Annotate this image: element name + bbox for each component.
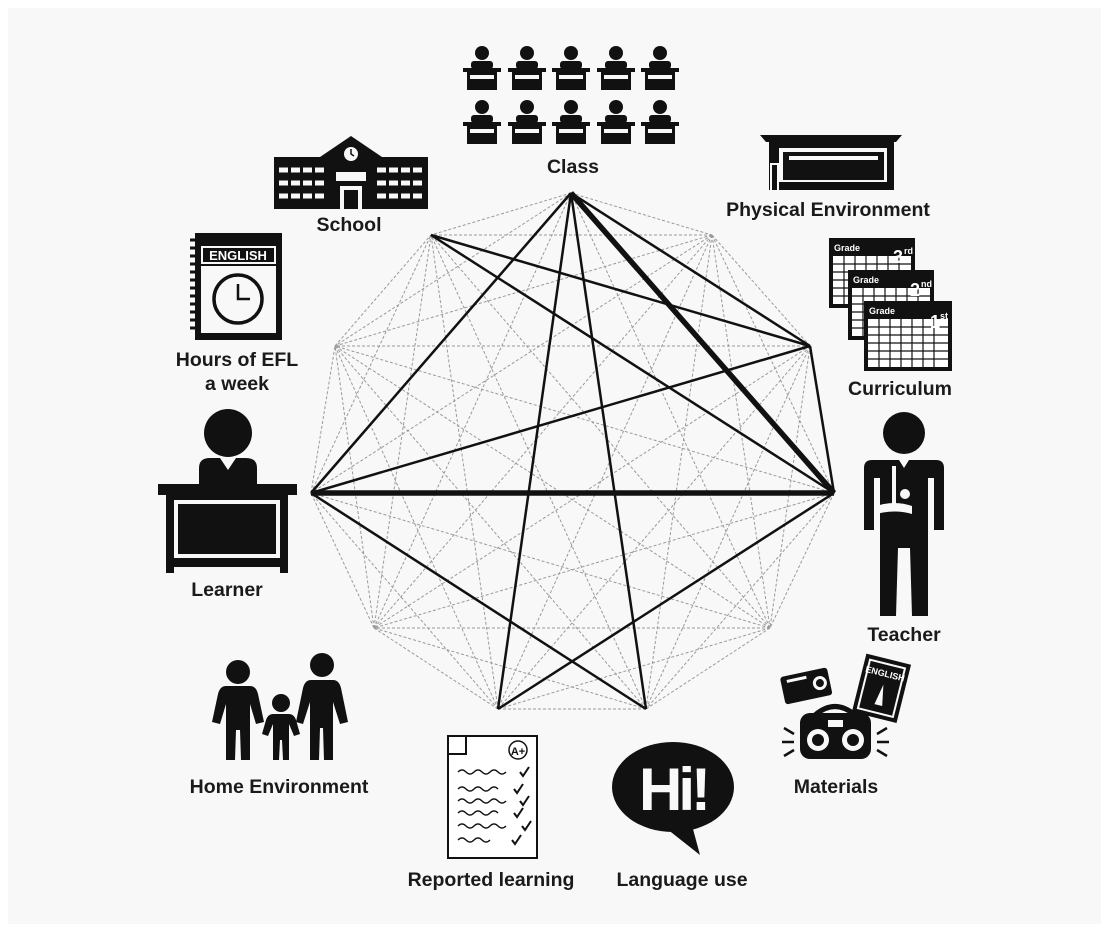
svg-text:Hi!: Hi! (639, 756, 707, 823)
learner-at-desk-icon (158, 409, 297, 573)
reported-learning-label: Reported learning (408, 869, 575, 891)
materials-label: Materials (794, 776, 879, 798)
dashed-connection (570, 192, 771, 629)
dashed-connection (310, 492, 771, 629)
dashed-connection (334, 345, 647, 710)
dashed-connection (334, 234, 713, 347)
svg-text:ENGLISH: ENGLISH (209, 248, 267, 263)
strong-connection-class-teacher (568, 191, 837, 495)
connection-class-learner (310, 192, 572, 494)
dashed-connection (430, 234, 499, 710)
physical-environment-label: Physical Environment (726, 199, 930, 221)
connection-learner-language-use (310, 491, 647, 711)
materials-icon: ENGLISH (780, 653, 912, 759)
medium-connections (310, 191, 836, 711)
dashed-connection (310, 492, 499, 710)
svg-text:A+: A+ (511, 746, 525, 758)
svg-text:nd: nd (921, 279, 932, 289)
hours-efl-label-line2: a week (205, 373, 269, 395)
dashed-connection (430, 192, 572, 236)
grade-calendar-icon: Grade 3 rd Grade 2 nd Grade 1 st (829, 238, 952, 371)
class-label: Class (547, 156, 599, 178)
dashed-connections (310, 192, 835, 710)
connection-class-language-use (569, 192, 648, 710)
dashed-connection (334, 345, 375, 629)
svg-text:st: st (940, 311, 948, 321)
curriculum-label: Curriculum (848, 378, 952, 400)
dashed-connection (334, 234, 432, 347)
school-label: School (316, 214, 381, 236)
dashed-connection (373, 234, 432, 629)
connection-school-curriculum (430, 233, 811, 348)
dashed-connection (497, 345, 811, 710)
dashed-connection (645, 345, 811, 710)
connection-teacher-reported-learning (497, 491, 835, 711)
svg-text:Grade: Grade (834, 243, 860, 253)
dashed-connection (645, 627, 771, 710)
svg-text:rd: rd (904, 246, 913, 256)
dashed-connection (711, 234, 771, 629)
speech-bubble-icon: Hi! (612, 742, 734, 855)
dashed-connection (310, 234, 713, 494)
dashed-connection (645, 492, 835, 710)
strong-connections (311, 191, 837, 496)
svg-text:2: 2 (910, 280, 920, 300)
home-environment-label: Home Environment (190, 776, 369, 798)
connection-learner-curriculum (310, 344, 811, 495)
dashed-connection (711, 234, 835, 494)
dashed-connection (711, 234, 811, 347)
teacher-label: Teacher (867, 624, 941, 646)
family-icon (212, 653, 348, 760)
svg-text:Grade: Grade (869, 306, 895, 316)
learner-label: Learner (191, 579, 263, 601)
connection-school-teacher (430, 233, 835, 495)
dashed-connection (310, 234, 432, 494)
svg-text:3: 3 (893, 247, 903, 267)
building-icon (760, 135, 902, 190)
svg-text:1: 1 (930, 312, 940, 332)
graded-paper-icon: A+ (447, 735, 538, 859)
dashed-connection (769, 345, 811, 629)
connection-class-curriculum (570, 191, 811, 348)
dashed-connection (334, 345, 499, 710)
dashed-connection (373, 627, 499, 710)
dashed-connection (497, 627, 771, 710)
classroom-desks-icon (463, 46, 679, 144)
connection-teacher-curriculum (808, 345, 836, 494)
language-use-label: Language use (616, 869, 747, 891)
dashed-connection (430, 234, 647, 710)
connection-class-reported-learning (496, 192, 573, 710)
school-building-icon (274, 136, 428, 209)
dashed-connection (430, 234, 771, 629)
dashed-connection (334, 345, 835, 494)
teacher-icon (864, 412, 944, 616)
dashed-connection (373, 492, 835, 629)
dashed-connection (373, 627, 647, 710)
dashed-connection (334, 192, 572, 347)
clock-notebook-icon: ENGLISH (190, 233, 282, 340)
hours-efl-label-line1: Hours of EFL (176, 349, 298, 371)
dashed-connection (570, 192, 713, 236)
svg-text:Grade: Grade (853, 275, 879, 285)
